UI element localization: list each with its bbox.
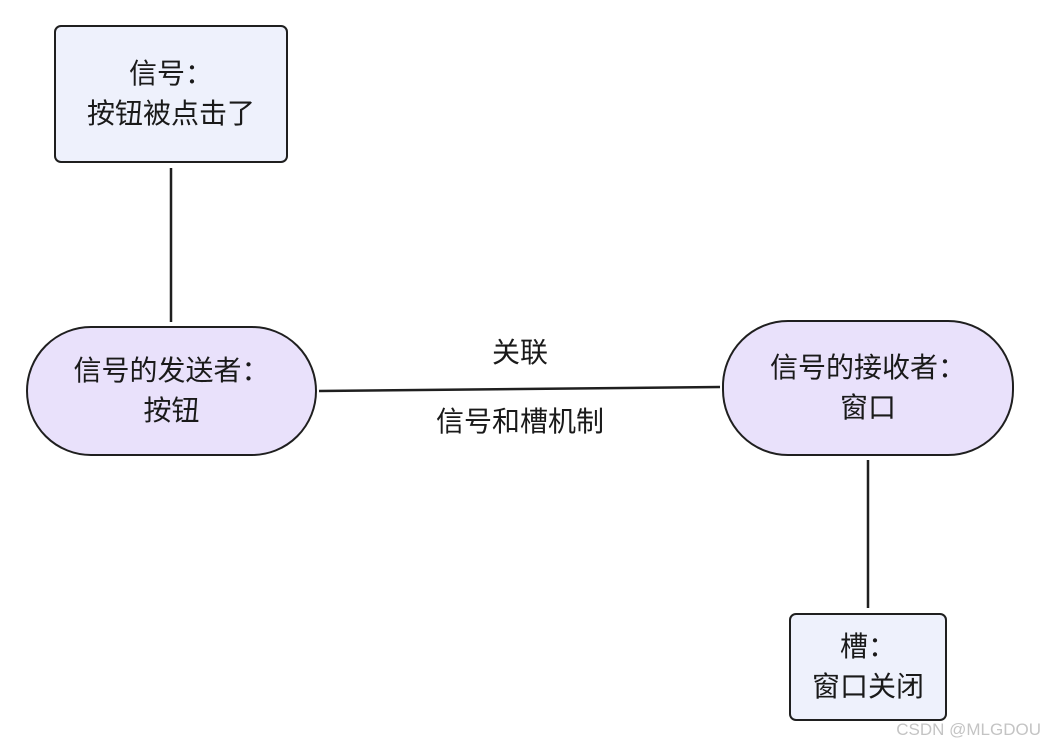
- receiver-node-text: 窗口: [839, 391, 896, 424]
- watermark: CSDN @MLGDOU: [896, 720, 1041, 739]
- slot-node: 槽： 窗口关闭: [789, 613, 947, 721]
- edge-label-association: 关联: [491, 336, 548, 369]
- slot-node-title: 槽：: [839, 630, 896, 663]
- receiver-node: 信号的接收者： 窗口: [722, 320, 1014, 456]
- slot-node-text: 窗口关闭: [811, 670, 924, 703]
- edge-label-mechanism: 信号和槽机制: [435, 405, 604, 438]
- signal-node: 信号： 按钮被点击了: [54, 25, 288, 163]
- sender-node: 信号的发送者： 按钮: [26, 326, 317, 456]
- sender-node-title: 信号的发送者：: [73, 354, 270, 387]
- receiver-node-title: 信号的接收者：: [769, 351, 966, 384]
- signal-node-title: 信号：: [128, 57, 213, 90]
- sender-to-receiver-line: [318, 385, 721, 393]
- sender-node-text: 按钮: [143, 394, 200, 427]
- signal-node-text: 按钮被点击了: [86, 97, 255, 130]
